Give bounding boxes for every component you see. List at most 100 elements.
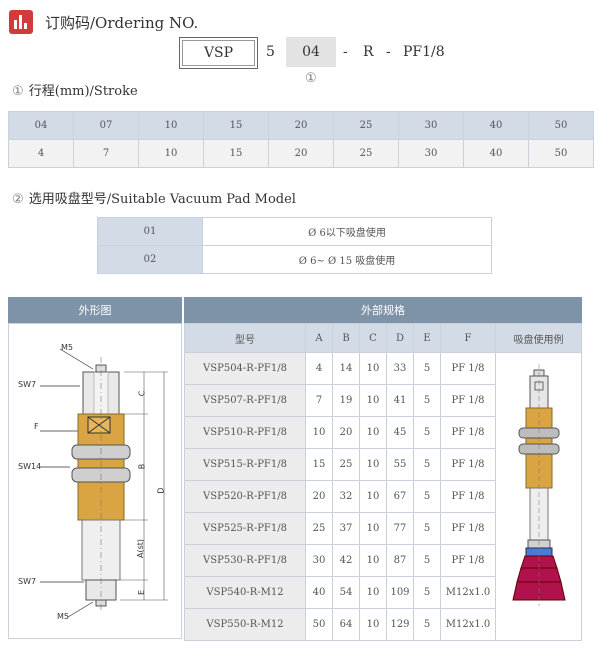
table-row: VSP520-R-PF1/8 20 32 10 67 5 PF 1/8 bbox=[184, 480, 582, 513]
example-image-cell bbox=[495, 352, 582, 641]
col-f: F bbox=[440, 323, 496, 353]
table-row: VSP504-R-PF1/8 4 14 10 33 5 PF 1/8 bbox=[184, 352, 582, 641]
col-model: 型号 bbox=[184, 323, 306, 353]
cell: 5 bbox=[413, 544, 441, 577]
cell: 41 bbox=[386, 384, 414, 417]
col-a: A bbox=[305, 323, 333, 353]
stroke-value: 10 bbox=[138, 139, 204, 168]
stroke-code: 04 bbox=[8, 111, 74, 140]
cell-model: VSP550-R-M12 bbox=[184, 608, 306, 641]
stroke-code: 20 bbox=[268, 111, 334, 140]
cell: PF 1/8 bbox=[440, 544, 496, 577]
cell: PF 1/8 bbox=[440, 512, 496, 545]
cell-model: VSP507-R-PF1/8 bbox=[184, 384, 306, 417]
col-d: D bbox=[386, 323, 414, 353]
cell: 25 bbox=[332, 448, 360, 481]
cell: 32 bbox=[332, 480, 360, 513]
code-thread: PF1/8 bbox=[403, 44, 445, 60]
stroke-heading: ① 行程(mm)/Stroke bbox=[12, 80, 138, 99]
pad-code: 01 bbox=[97, 217, 203, 246]
table-row: VSP507-R-PF1/8 7 19 10 41 5 PF 1/8 bbox=[184, 384, 582, 417]
label-sw7-top: SW7 bbox=[18, 380, 37, 389]
label-e: E bbox=[137, 589, 147, 596]
cell: 20 bbox=[332, 416, 360, 449]
stroke-code: 10 bbox=[138, 111, 204, 140]
cell: 109 bbox=[386, 576, 414, 609]
pad-desc: Ø 6~ Ø 15 吸盘使用 bbox=[202, 245, 492, 274]
code-size: 5 bbox=[266, 44, 275, 60]
cell: 64 bbox=[332, 608, 360, 641]
code-type: R bbox=[363, 44, 374, 60]
cell: 7 bbox=[305, 384, 333, 417]
cell-model: VSP510-R-PF1/8 bbox=[184, 416, 306, 449]
table-row: VSP510-R-PF1/8 10 20 10 45 5 PF 1/8 bbox=[184, 416, 582, 449]
cell-model: VSP515-R-PF1/8 bbox=[184, 448, 306, 481]
spec-header: 外部规格 bbox=[184, 297, 582, 323]
table-row: VSP525-R-PF1/8 25 37 10 77 5 PF 1/8 bbox=[184, 512, 582, 545]
outline-drawing bbox=[40, 348, 168, 618]
cell: 50 bbox=[305, 608, 333, 641]
cell-model: VSP520-R-PF1/8 bbox=[184, 480, 306, 513]
cell: PF 1/8 bbox=[440, 416, 496, 449]
code-stroke-box: 04 bbox=[286, 37, 336, 67]
code-prefix-box: VSP bbox=[179, 37, 258, 69]
cell: 15 bbox=[305, 448, 333, 481]
cell: 10 bbox=[359, 512, 387, 545]
label-b: B bbox=[137, 463, 147, 470]
cell-model: VSP525-R-PF1/8 bbox=[184, 512, 306, 545]
cell: M12x1.0 bbox=[440, 576, 496, 609]
cell: 5 bbox=[413, 384, 441, 417]
stroke-value: 50 bbox=[528, 139, 594, 168]
code-prefix: VSP bbox=[203, 45, 234, 61]
spec-table: 型号 A B C D E F 吸盘使用例 VSP504-R-PF1/8 4 14… bbox=[184, 323, 582, 641]
cell: 33 bbox=[386, 352, 414, 385]
pad-desc: Ø 6以下吸盘使用 bbox=[202, 217, 492, 246]
pad-table: 01 Ø 6以下吸盘使用 02 Ø 6~ Ø 15 吸盘使用 bbox=[97, 217, 492, 274]
stroke-title: 行程(mm)/Stroke bbox=[28, 84, 138, 99]
cell: 37 bbox=[332, 512, 360, 545]
vacuum-pad-example-image bbox=[511, 364, 566, 606]
stroke-value: 30 bbox=[398, 139, 464, 168]
cell: 55 bbox=[386, 448, 414, 481]
table-row: VSP550-R-M12 50 64 10 129 5 M12x1.0 bbox=[184, 608, 582, 641]
cell: 5 bbox=[413, 480, 441, 513]
col-b: B bbox=[332, 323, 360, 353]
stroke-value: 40 bbox=[463, 139, 529, 168]
stroke-code: 25 bbox=[333, 111, 399, 140]
label-d: D bbox=[156, 487, 166, 494]
pad-heading: ② 选用吸盘型号/Suitable Vacuum Pad Model bbox=[12, 188, 296, 207]
cell: 10 bbox=[359, 352, 387, 385]
col-e: E bbox=[413, 323, 441, 353]
cell: 87 bbox=[386, 544, 414, 577]
cell: 54 bbox=[332, 576, 360, 609]
cell: 10 bbox=[359, 576, 387, 609]
cell: 5 bbox=[413, 416, 441, 449]
cell: 40 bbox=[305, 576, 333, 609]
cell: PF 1/8 bbox=[440, 384, 496, 417]
cell: M12x1.0 bbox=[440, 608, 496, 641]
cell: 14 bbox=[332, 352, 360, 385]
cell: 10 bbox=[359, 384, 387, 417]
table-row: VSP530-R-PF1/8 30 42 10 87 5 PF 1/8 bbox=[184, 544, 582, 577]
stroke-code: 40 bbox=[463, 111, 529, 140]
cell: 19 bbox=[332, 384, 360, 417]
col-c: C bbox=[359, 323, 387, 353]
cell: 42 bbox=[332, 544, 360, 577]
pad-code: 02 bbox=[97, 245, 203, 274]
stroke-value: 25 bbox=[333, 139, 399, 168]
stroke-code: 07 bbox=[73, 111, 139, 140]
cell: 45 bbox=[386, 416, 414, 449]
outline-frame bbox=[8, 323, 182, 639]
cell-model: VSP504-R-PF1/8 bbox=[184, 352, 306, 385]
stroke-code: 15 bbox=[203, 111, 269, 140]
page-title: 订购码/Ordering NO. bbox=[45, 14, 199, 32]
pad-title: 选用吸盘型号/Suitable Vacuum Pad Model bbox=[28, 192, 296, 207]
outline-header: 外形图 bbox=[8, 297, 182, 323]
section-logo-icon bbox=[9, 10, 33, 34]
label-a: A(st) bbox=[136, 538, 146, 559]
code-sep1: - bbox=[343, 44, 348, 60]
cell: 5 bbox=[413, 608, 441, 641]
stroke-value: 7 bbox=[73, 139, 139, 168]
cell: 5 bbox=[413, 448, 441, 481]
stroke-value: 4 bbox=[8, 139, 74, 168]
